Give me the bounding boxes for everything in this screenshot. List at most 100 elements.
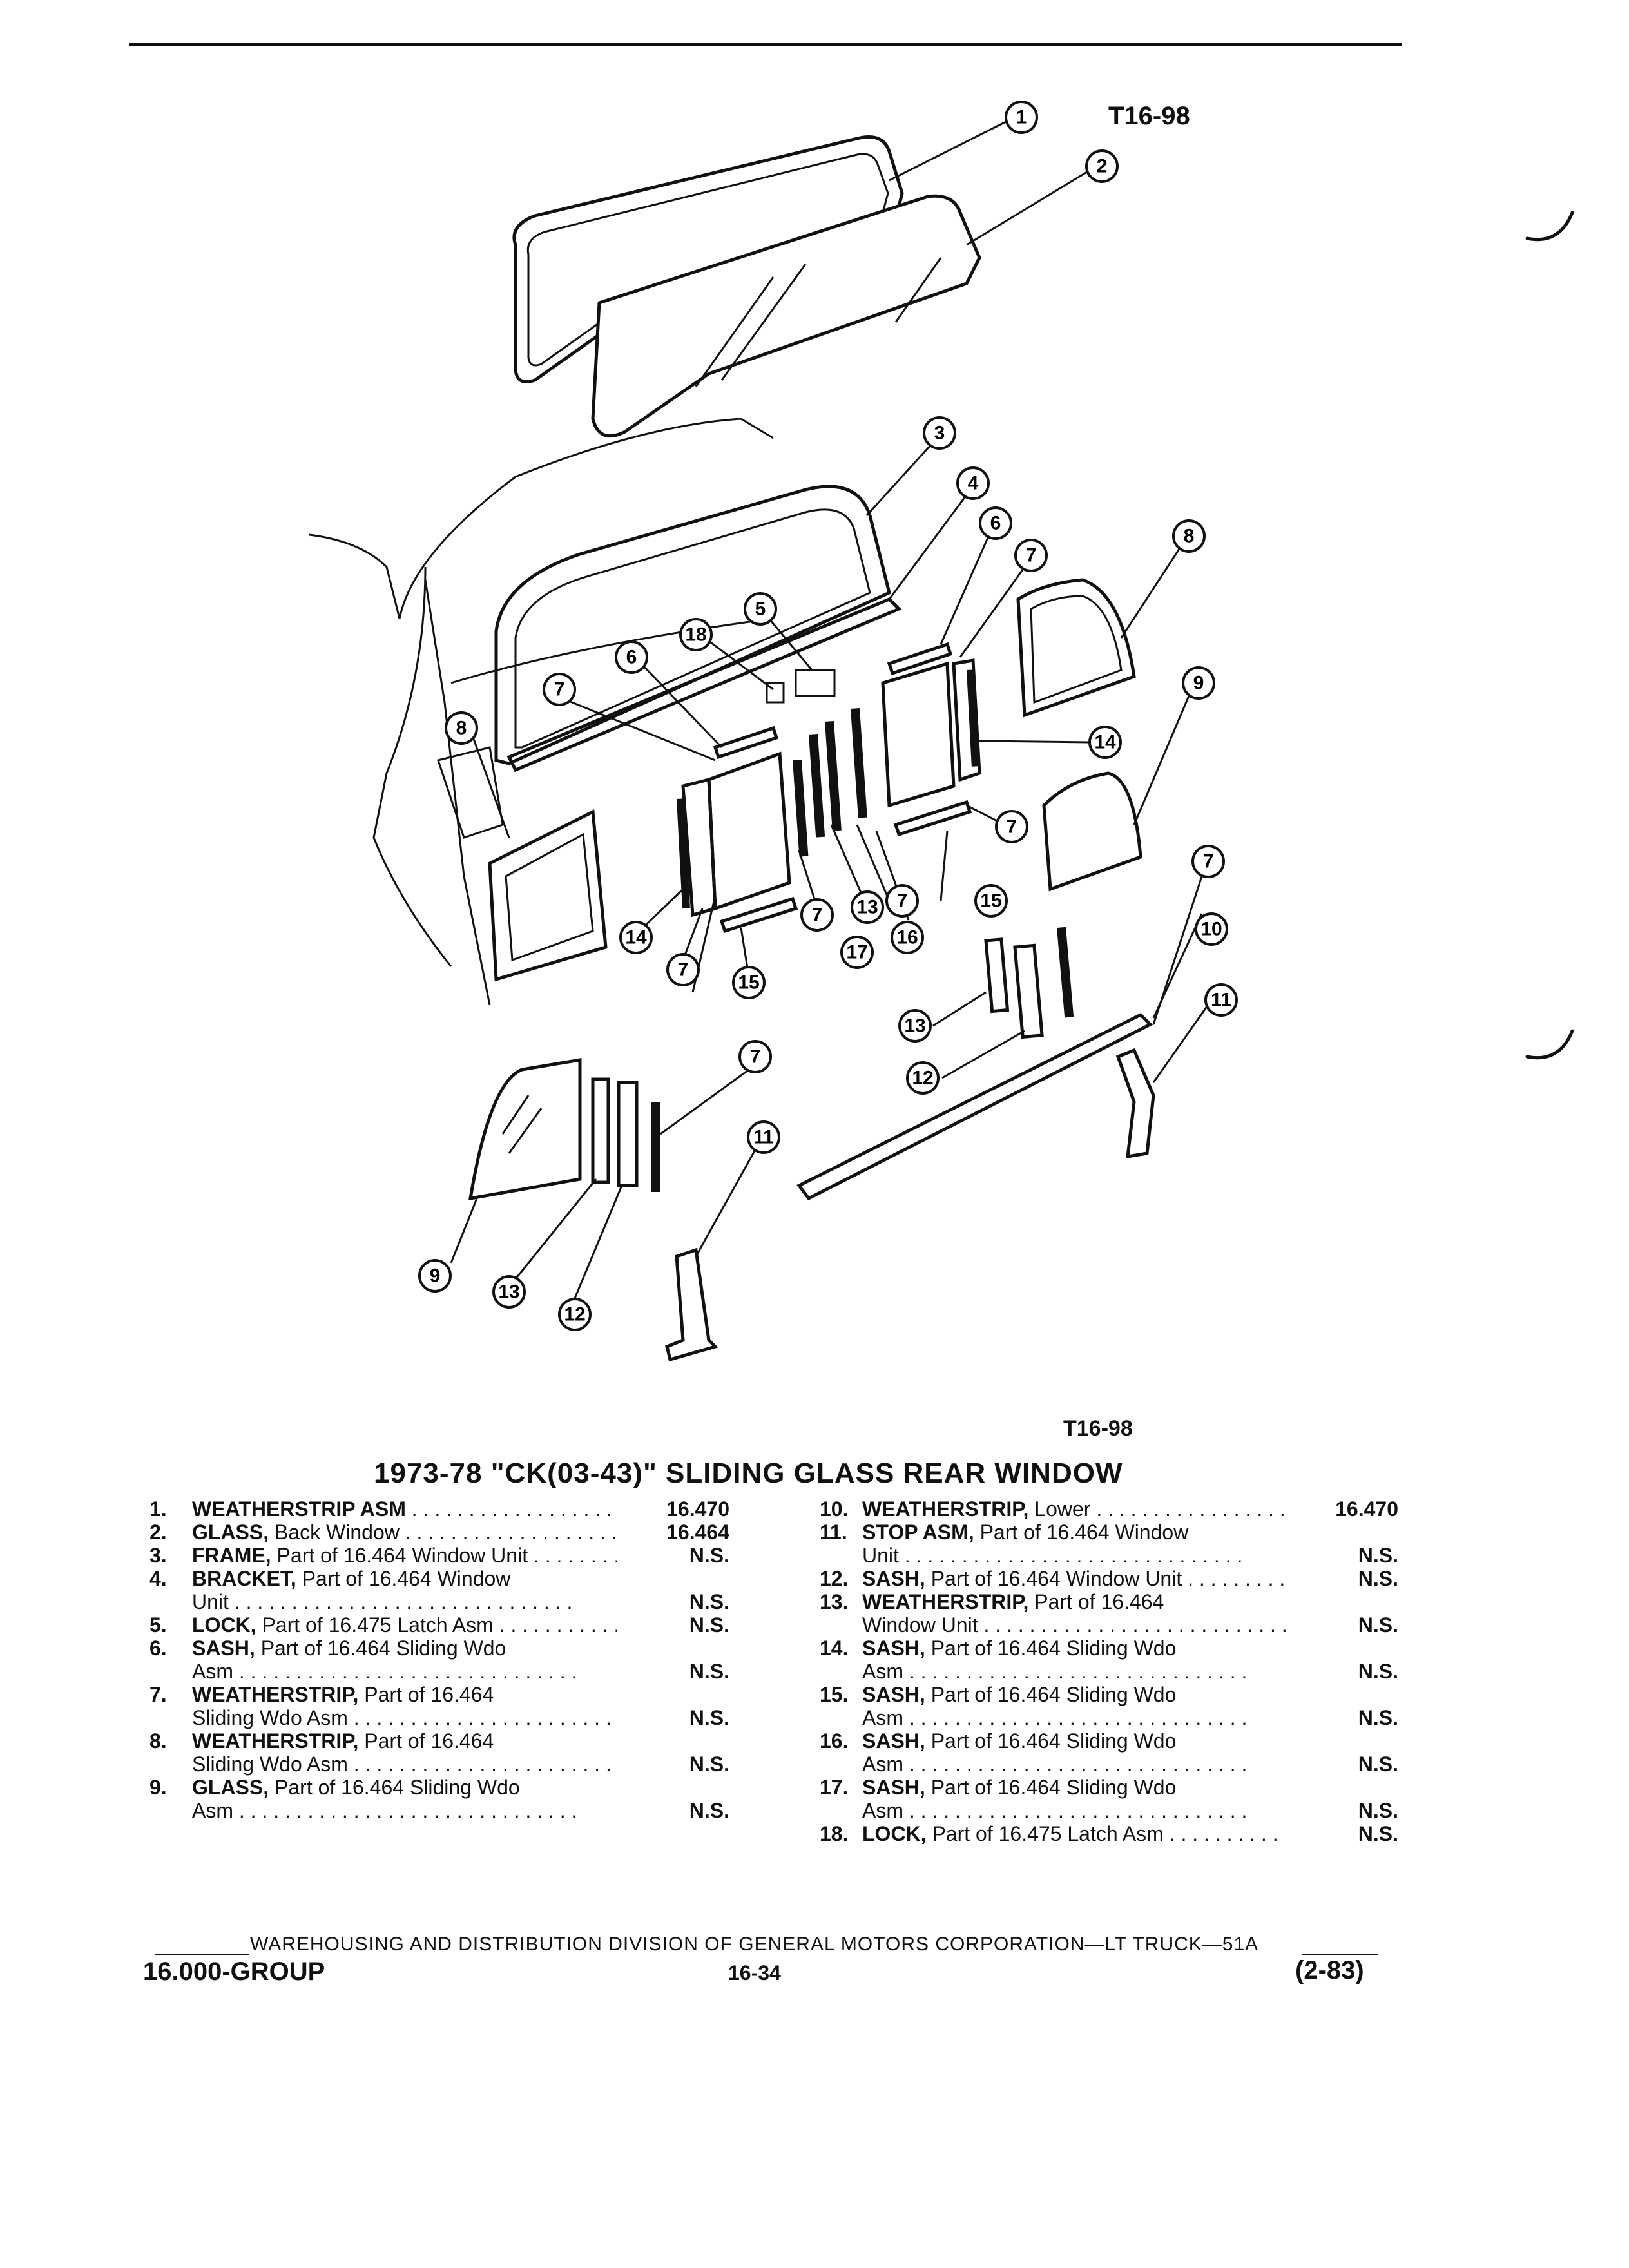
callout-12: 12: [906, 1061, 940, 1095]
callout-15: 15: [732, 966, 766, 999]
part-description: WEATHERSTRIP ASM . . . . . . . . . . . .…: [192, 1497, 617, 1521]
center-sliding-panes: [677, 642, 981, 934]
margin-marks: [1525, 211, 1574, 1060]
part-number: 16.: [820, 1729, 849, 1753]
part-number: 1.: [149, 1497, 167, 1521]
part-value: N.S.: [1358, 1799, 1398, 1822]
part-description: WEATHERSTRIP, Part of 16.464: [862, 1590, 1164, 1613]
callout-6: 6: [615, 640, 648, 674]
part-row: 18.LOCK, Part of 16.475 Latch Asm . . . …: [820, 1822, 1416, 1845]
svg-text:7: 7: [1007, 816, 1017, 838]
callout-2: 2: [1085, 149, 1119, 183]
part-description-cont: Sliding Wdo Asm . . . . . . . . . . . . …: [192, 1753, 617, 1776]
part-number: 9.: [149, 1776, 167, 1799]
callout-8: 8: [445, 711, 478, 745]
part-4-bracket: [506, 597, 902, 773]
part-description-cont: Asm . . . . . . . . . . . . . . . . . . …: [862, 1799, 1248, 1822]
part-description: LOCK, Part of 16.475 Latch Asm . . . . .…: [192, 1613, 617, 1637]
part-description: LOCK, Part of 16.475 Latch Asm . . . . .…: [862, 1822, 1286, 1845]
part-3-frame: [494, 485, 891, 765]
part-number: 7.: [149, 1683, 167, 1706]
callout-9: 9: [1182, 666, 1215, 700]
part-description: SASH, Part of 16.464 Sliding Wdo: [862, 1637, 1177, 1660]
part-description-cont: Asm . . . . . . . . . . . . . . . . . . …: [862, 1706, 1248, 1729]
svg-text:11: 11: [753, 1127, 774, 1148]
svg-text:12: 12: [564, 1304, 585, 1325]
bottom-left-group: [468, 1058, 718, 1362]
svg-text:9: 9: [430, 1265, 441, 1287]
callout-7: 7: [885, 884, 919, 918]
part-value: N.S.: [689, 1799, 729, 1822]
part-description: FRAME, Part of 16.464 Window Unit . . . …: [192, 1544, 617, 1567]
part-value: N.S.: [1358, 1753, 1398, 1776]
svg-text:12: 12: [912, 1068, 933, 1089]
part-value: N.S.: [1358, 1706, 1398, 1729]
footer-rule-left: [155, 1954, 249, 1955]
svg-text:7: 7: [750, 1046, 761, 1068]
right-detail-group: [796, 927, 1155, 1201]
part-number: 10.: [820, 1497, 849, 1521]
part-9-right: [1042, 771, 1142, 892]
footer-group: 16.000-GROUP: [143, 1957, 325, 1986]
part-description: WEATHERSTRIP, Lower . . . . . . . . . . …: [862, 1497, 1286, 1521]
svg-text:14: 14: [1094, 732, 1116, 753]
callout-7: 7: [666, 953, 700, 986]
part-row: 5. LOCK, Part of 16.475 Latch Asm . . . .…: [149, 1613, 742, 1637]
callout-7: 7: [1191, 845, 1225, 878]
callout-6: 6: [979, 506, 1012, 540]
svg-text:13: 13: [498, 1282, 519, 1303]
part-description: SASH, Part of 16.464 Window Unit . . . .…: [862, 1567, 1286, 1590]
part-value: 16.464: [666, 1521, 729, 1544]
part-row: 1. WEATHERSTRIP ASM . . . . . . . . . . .…: [149, 1497, 742, 1521]
svg-text:18: 18: [685, 624, 706, 646]
exploded-parts-diagram: 1 2 3 4 6 7 8 9 14 7 15 7 16 13 17 7 15 …: [309, 101, 1574, 1362]
part-description-cont: Unit . . . . . . . . . . . . . . . . . .…: [862, 1544, 1243, 1567]
part-number: 8.: [149, 1729, 167, 1753]
figure-code: T16-98: [1108, 102, 1190, 130]
part-value: N.S.: [689, 1660, 729, 1683]
part-description: SASH, Part of 16.464 Sliding Wdo: [862, 1729, 1177, 1753]
part-value: N.S.: [689, 1753, 729, 1776]
svg-text:3: 3: [934, 423, 945, 444]
svg-text:13: 13: [904, 1015, 925, 1037]
callout-10: 10: [1195, 912, 1228, 946]
svg-text:11: 11: [1211, 990, 1231, 1011]
part-description: SASH, Part of 16.464 Sliding Wdo: [192, 1637, 506, 1660]
callout-13: 13: [898, 1009, 932, 1043]
part-description-cont: Asm . . . . . . . . . . . . . . . . . . …: [862, 1753, 1248, 1776]
part-description: STOP ASM, Part of 16.464 Window: [862, 1521, 1189, 1544]
part-number: 6.: [149, 1637, 167, 1660]
part-value: N.S.: [1358, 1613, 1398, 1637]
part-number: 3.: [149, 1544, 167, 1567]
svg-text:1: 1: [1016, 107, 1027, 128]
part-description: SASH, Part of 16.464 Sliding Wdo: [862, 1776, 1177, 1799]
part-number: 13.: [820, 1590, 849, 1613]
cab-outline: [309, 418, 774, 1006]
footer-rule-right: [1302, 1954, 1378, 1955]
part-number: 17.: [820, 1776, 849, 1799]
callout-1: 1: [1005, 101, 1038, 134]
figure-code-bottom: T16-98: [1063, 1416, 1133, 1441]
svg-text:10: 10: [1200, 919, 1222, 940]
svg-text:16: 16: [896, 927, 918, 948]
svg-text:17: 17: [846, 942, 867, 963]
part-value: N.S.: [689, 1706, 729, 1729]
callout-18: 18: [679, 618, 713, 651]
top-rule: [129, 43, 1402, 46]
callout-16: 16: [891, 921, 924, 954]
part-value: N.S.: [1358, 1567, 1398, 1590]
part-8-left: [488, 809, 608, 982]
callout-4: 4: [956, 466, 990, 500]
part-description-cont: Asm . . . . . . . . . . . . . . . . . . …: [192, 1799, 577, 1822]
part-row: 12.SASH, Part of 16.464 Window Unit . . …: [820, 1567, 1416, 1590]
svg-text:13: 13: [856, 897, 878, 918]
part-number: 5.: [149, 1613, 167, 1637]
part-number: 2.: [149, 1521, 167, 1544]
part-description: GLASS, Back Window . . . . . . . . . . .…: [192, 1521, 617, 1544]
